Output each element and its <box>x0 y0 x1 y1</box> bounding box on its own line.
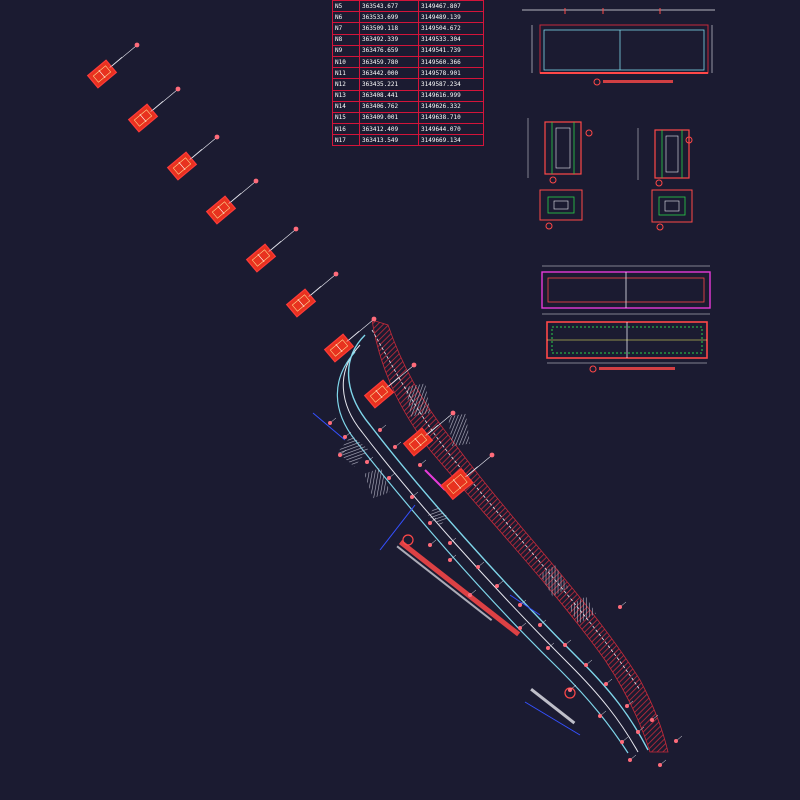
coordinate-cell-y: 3149669.134 <box>418 134 484 147</box>
route-marker <box>378 428 382 432</box>
pad-marker <box>333 271 339 277</box>
route-marker <box>495 584 499 588</box>
route-marker <box>650 718 654 722</box>
pad-leader <box>466 455 492 477</box>
foundation-pad <box>86 57 123 89</box>
route-markers <box>328 417 683 767</box>
elevation-section-detail <box>522 8 715 86</box>
route-marker <box>584 663 588 667</box>
pad-leader <box>270 229 296 251</box>
foundation-pad <box>285 286 322 318</box>
pad-leader <box>348 319 374 341</box>
foundation-pad <box>402 425 439 457</box>
route-marker <box>476 565 480 569</box>
foundation-pad <box>127 101 164 133</box>
pad-leader <box>427 413 453 435</box>
route-marker <box>563 643 567 647</box>
hatched-embankment <box>371 319 669 753</box>
pad-leader <box>191 137 217 159</box>
coordinate-cell-y: 3149644.070 <box>418 123 484 136</box>
route-marker <box>620 740 624 744</box>
route-marker <box>674 739 678 743</box>
route-marker <box>518 626 522 630</box>
pad-leader <box>111 45 137 67</box>
coordinate-cell-point: N17 <box>332 134 360 147</box>
cross-section-detail-right <box>637 128 693 231</box>
plan-detail-magenta <box>541 265 711 315</box>
pipeline-plan <box>312 319 669 754</box>
foundation-pad <box>440 466 478 501</box>
route-marker <box>410 495 414 499</box>
foundation-pad <box>205 193 242 225</box>
pad-marker <box>489 452 495 458</box>
pad-leader <box>230 181 256 203</box>
foundation-pad <box>363 377 400 409</box>
blue-leader-line <box>379 504 416 551</box>
route-marker <box>538 623 542 627</box>
pad-marker <box>450 410 456 416</box>
pipe-line-outer <box>347 334 649 751</box>
route-marker <box>418 463 422 467</box>
route-marker <box>468 593 472 597</box>
pipe-line-middle <box>342 344 639 753</box>
route-marker <box>658 763 662 767</box>
route-marker <box>393 445 397 449</box>
route-marker <box>365 460 369 464</box>
pad-leader <box>152 89 178 111</box>
route-marker <box>628 758 632 762</box>
pad-marker <box>411 362 417 368</box>
route-marker <box>338 453 342 457</box>
route-marker <box>387 476 391 480</box>
route-marker <box>328 421 332 425</box>
route-marker <box>568 688 572 692</box>
callout-marker <box>402 534 414 546</box>
foundation-pad <box>166 149 203 181</box>
pad-marker <box>371 316 377 322</box>
pad-leader <box>388 365 414 387</box>
foundation-pads <box>86 42 495 501</box>
blue-leader-line-3 <box>524 701 581 736</box>
pad-marker <box>134 42 140 48</box>
reinforcement-detail <box>546 321 708 373</box>
route-marker <box>625 704 629 708</box>
adjacent-structures <box>337 383 596 624</box>
coordinate-cell-x: 363412.409 <box>359 123 419 136</box>
route-marker <box>428 543 432 547</box>
coordinate-cell-y: 3149587.234 <box>418 78 484 91</box>
route-marker <box>428 521 432 525</box>
route-marker <box>448 558 452 562</box>
route-marker <box>546 646 550 650</box>
route-marker <box>343 435 347 439</box>
route-marker <box>618 605 622 609</box>
pad-leader <box>310 274 336 296</box>
route-marker <box>604 682 608 686</box>
foundation-pad <box>245 241 282 273</box>
pad-marker <box>253 178 259 184</box>
cross-section-detail-left <box>527 118 593 230</box>
blue-leader-line-4 <box>509 594 541 616</box>
rotated-annotation-strip <box>530 688 576 725</box>
route-marker <box>598 714 602 718</box>
route-marker <box>518 603 522 607</box>
route-marker <box>636 730 640 734</box>
blue-leader-line-2 <box>312 412 346 441</box>
pipe-line-inner <box>336 351 629 754</box>
pad-marker <box>293 226 299 232</box>
route-marker <box>448 541 452 545</box>
foundation-pad <box>323 331 360 363</box>
pad-marker <box>214 134 220 140</box>
pad-marker <box>175 86 181 92</box>
rotated-annotation-strip <box>396 540 521 637</box>
